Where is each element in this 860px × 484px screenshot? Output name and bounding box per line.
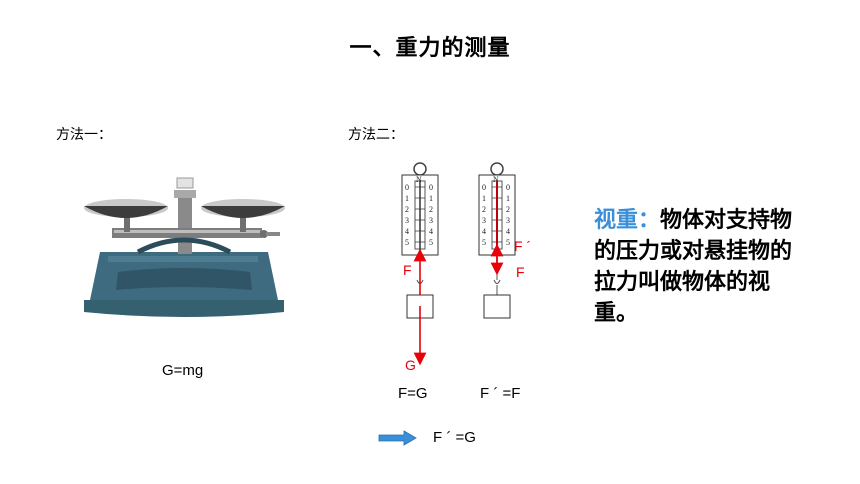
- svg-text:1: 1: [405, 194, 409, 203]
- svg-text:3: 3: [482, 216, 486, 225]
- definition-block: 视重：物体对支持物的压力或对悬挂物的拉力叫做物体的视重。: [594, 205, 794, 329]
- svg-text:0: 0: [405, 183, 409, 192]
- method-two-label: 方法二：: [348, 127, 404, 143]
- svg-text:1: 1: [482, 194, 486, 203]
- svg-text:1: 1: [506, 194, 510, 203]
- spring-scale-diagram: N 0 1 2 3 4 5 0 1 2 3 4 5 F G: [401, 162, 531, 373]
- scale-unit-right: N: [493, 175, 499, 184]
- definition-term: 视重：: [594, 208, 661, 233]
- force-label-F-prime: F ´: [514, 238, 531, 254]
- method-one-label: 方法一：: [56, 127, 112, 143]
- svg-text:2: 2: [482, 205, 486, 214]
- svg-text:0: 0: [506, 183, 510, 192]
- ticks-left-labels: 0 1 2 3 4 5 0 1 2 3 4 5: [405, 183, 433, 247]
- svg-text:2: 2: [405, 205, 409, 214]
- svg-text:5: 5: [482, 238, 486, 247]
- page-title: 一、重力的测量: [349, 36, 511, 61]
- svg-text:3: 3: [506, 216, 510, 225]
- svg-text:2: 2: [429, 205, 433, 214]
- ticks-right-labels: 0 1 2 3 4 5 0 1 2 3 4 5: [482, 183, 510, 247]
- svg-text:4: 4: [429, 227, 433, 236]
- spring-scale-right: N 0 1 2 3 4 5 0 1 2 3 4 5 F ´ F: [478, 162, 531, 319]
- caption-f-equals-g: F=G: [398, 385, 428, 402]
- svg-text:5: 5: [405, 238, 409, 247]
- scale-unit-left: N: [416, 175, 422, 184]
- right-arrow-icon: [378, 430, 417, 446]
- balance-scale-image: [84, 177, 285, 317]
- formula-g-mg: G=mg: [162, 362, 204, 379]
- svg-text:3: 3: [405, 216, 409, 225]
- svg-text:0: 0: [482, 183, 486, 192]
- spring-scale-left: N 0 1 2 3 4 5 0 1 2 3 4 5 F G: [401, 162, 439, 373]
- svg-text:0: 0: [429, 183, 433, 192]
- caption-fprime-equals-f: F ´ =F: [480, 385, 521, 402]
- force-label-G: G: [405, 357, 416, 373]
- svg-text:3: 3: [429, 216, 433, 225]
- force-label-F-right: F: [516, 264, 525, 280]
- svg-text:1: 1: [429, 194, 433, 203]
- svg-text:4: 4: [405, 227, 409, 236]
- result-fprime-equals-g: F ´ =G: [433, 429, 476, 446]
- svg-text:5: 5: [506, 238, 510, 247]
- definition-text: 物体对支持物的压力或对悬挂物的拉力叫做物体的视重。: [594, 208, 793, 326]
- force-label-F-left: F: [403, 262, 412, 278]
- svg-text:2: 2: [506, 205, 510, 214]
- svg-text:4: 4: [506, 227, 510, 236]
- svg-text:5: 5: [429, 238, 433, 247]
- svg-text:4: 4: [482, 227, 486, 236]
